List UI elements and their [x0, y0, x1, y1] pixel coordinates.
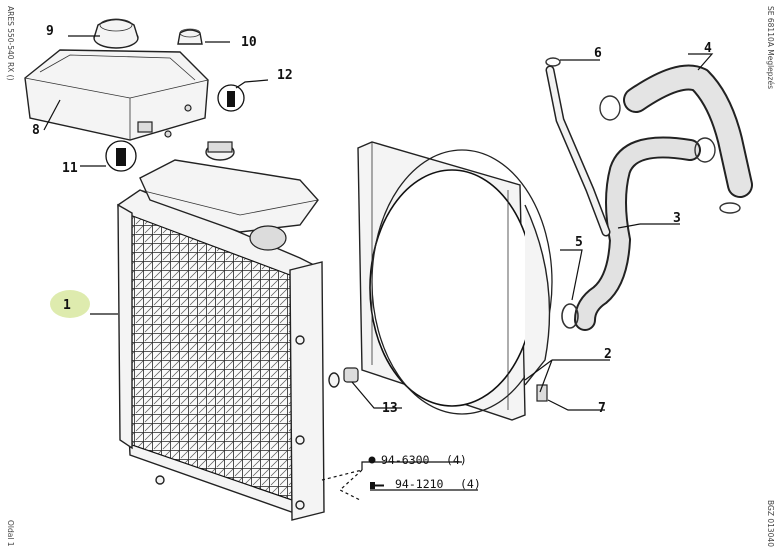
leader-lines [43, 35, 714, 501]
expansion-tank [24, 49, 209, 141]
detail-circle-12 [217, 84, 245, 112]
upper-hose [623, 64, 753, 198]
callout-6[interactable]: 6 [594, 46, 602, 61]
callout-9[interactable]: 9 [46, 24, 54, 39]
callout-2[interactable]: 2 [604, 347, 612, 362]
lower-hose [545, 65, 701, 331]
tank-cap [93, 18, 139, 49]
bolt-icon [370, 482, 384, 489]
clamp-6 [545, 57, 561, 67]
detail-circle-11 [105, 140, 137, 172]
clamp-5 [561, 303, 579, 329]
callout-4[interactable]: 4 [704, 41, 712, 56]
nut-icon [368, 456, 376, 464]
callout-5[interactable]: 5 [575, 235, 583, 250]
clamp-upper-right [694, 137, 716, 163]
hardware-ref-1-qty: (4) [446, 453, 467, 467]
callout-8[interactable]: 8 [32, 123, 40, 138]
radiator [117, 141, 325, 521]
hardware-ref-1-code[interactable]: 94-6300 [381, 453, 430, 467]
small-cap [177, 28, 203, 45]
callout-7[interactable]: 7 [598, 401, 606, 416]
sleeve-13 [328, 367, 359, 388]
hardware-ref-2-qty: (4) [460, 477, 481, 491]
hardware-ref-2-code[interactable]: 94-1210 [395, 477, 444, 491]
highlight-bubble [50, 290, 90, 318]
callout-3[interactable]: 3 [673, 211, 681, 226]
callout-10[interactable]: 10 [241, 35, 257, 50]
fan-shroud [357, 141, 553, 421]
callout-12[interactable]: 12 [277, 68, 293, 83]
screw-12 [184, 104, 192, 112]
screw-11 [164, 130, 172, 138]
callout-11[interactable]: 11 [62, 161, 78, 176]
clamp-lower-right [719, 202, 741, 214]
callout-1[interactable]: 1 [63, 298, 71, 313]
clamp-upper-left [599, 95, 621, 121]
callout-13[interactable]: 13 [382, 401, 398, 416]
